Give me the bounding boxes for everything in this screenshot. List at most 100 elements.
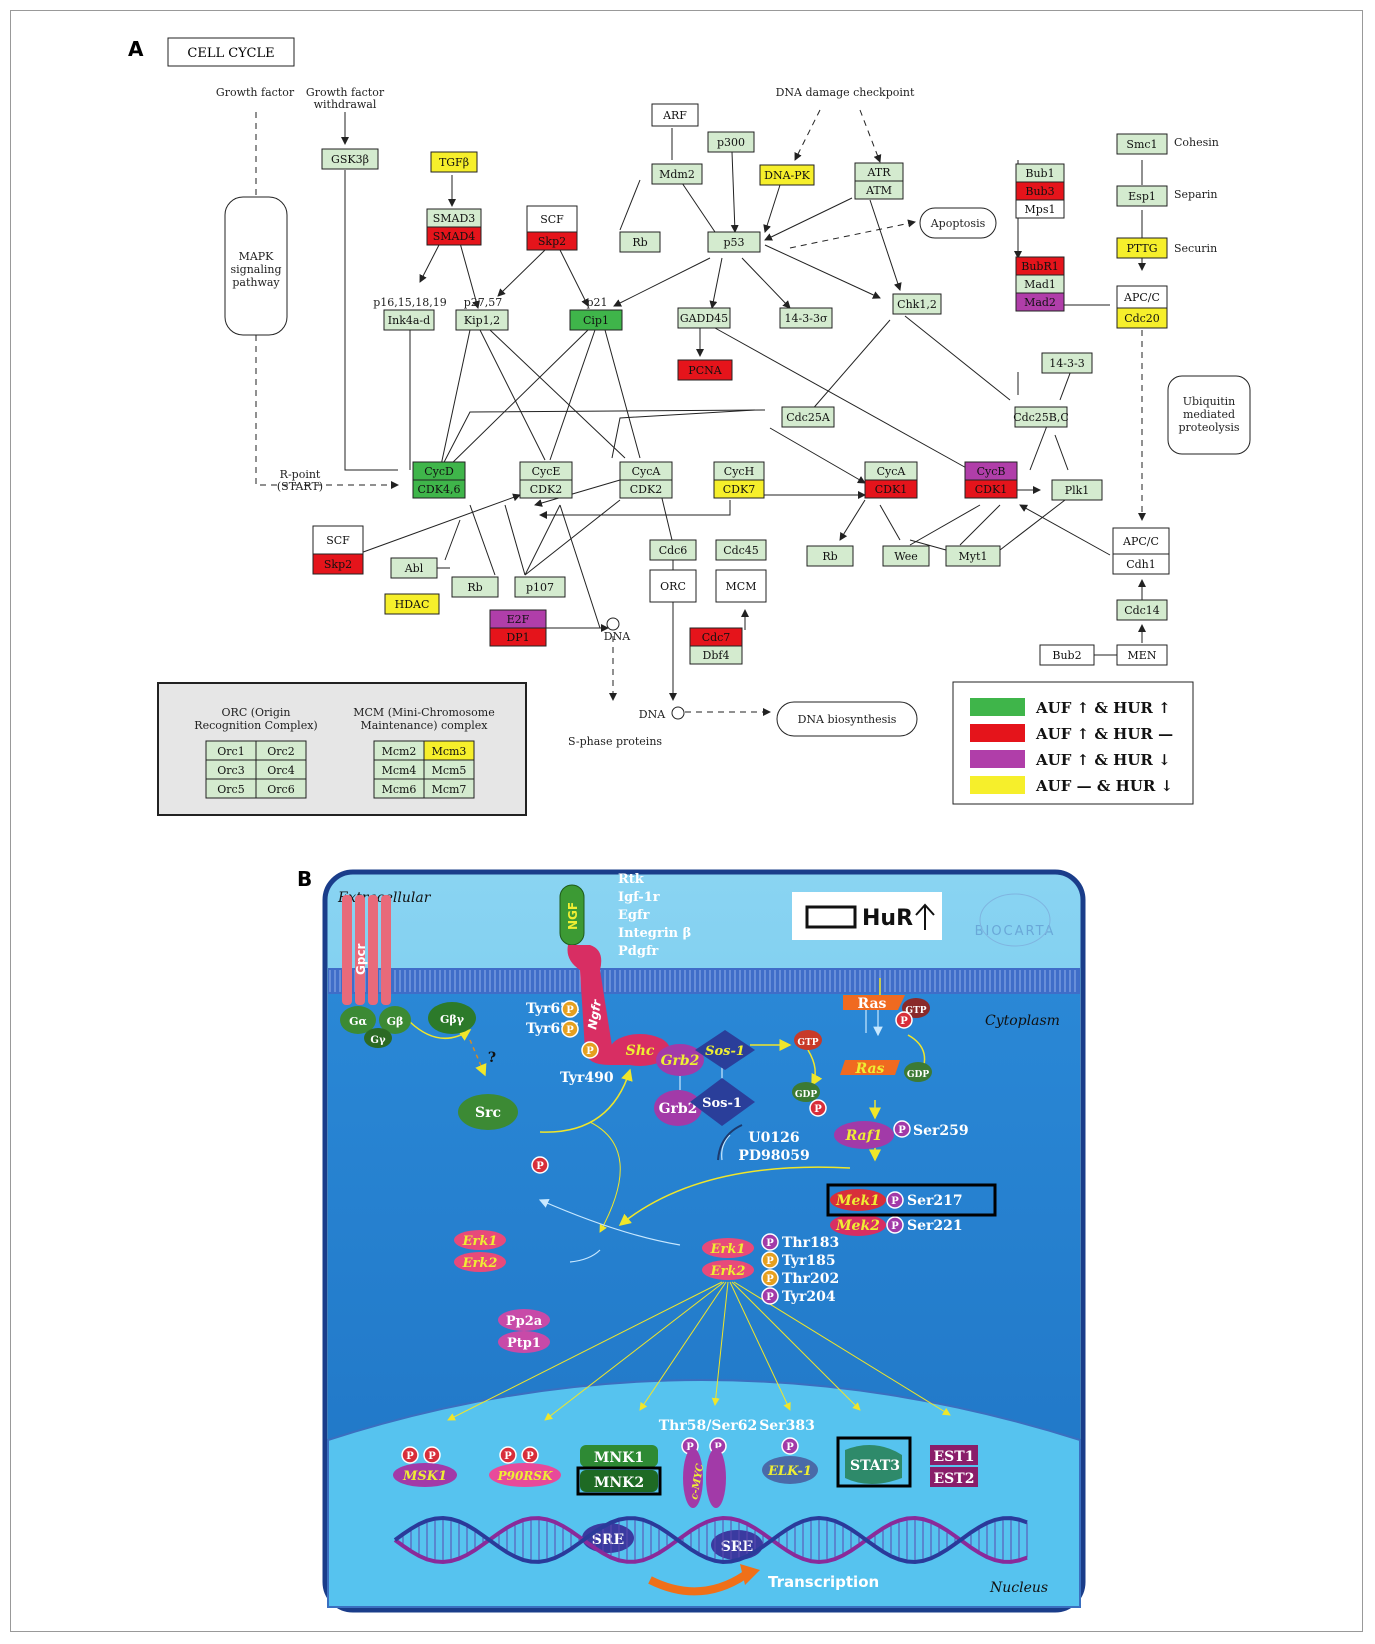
cytoplasm-label: Cytoplasm [985,1013,1060,1029]
thr202-label: Thr202 [782,1271,839,1287]
node-abl-box [390,557,438,579]
src-shape [458,1094,518,1130]
erk1b-shape [702,1238,754,1258]
sos1b-diamond-shape [690,1078,755,1126]
node-cdh1: Cdh1 [1126,558,1156,571]
node-abl: Abl [404,562,424,575]
node-bub2-box [1039,644,1095,666]
legend-label: AUF ↑ & HUR — [1035,725,1173,743]
node-pttg-box [1116,237,1168,259]
membrane [328,968,1080,994]
phosphate-label: P [891,1221,899,1232]
biocarta-globe-icon [979,893,1051,947]
inhibitor-line [717,1124,743,1161]
orc-cell: Orc2 [267,745,294,758]
msk1-shape [393,1463,457,1487]
panel-b-label: B [297,867,312,891]
pd98059-label: PD98059 [738,1148,809,1164]
node-plk1: Plk1 [1065,484,1090,497]
orc-cell: Orc4 [267,764,294,777]
ptp1: Ptp1 [507,1336,541,1351]
node-smad4: SMAD4 [433,230,476,243]
node-cdh1-box [1112,553,1170,575]
gg: Gγ [370,1035,386,1046]
dna-biosynthesis-label: DNA biosynthesis [798,713,897,726]
phosphate-icon [893,1120,911,1138]
phosphate-icon [401,1446,419,1464]
cmyc-shape-2 [706,1448,726,1508]
node-mcm: MCM [726,580,757,593]
phosphate-icon [561,1020,579,1038]
erk2a-shape [454,1252,506,1272]
node-rb1: Rb [632,236,647,249]
phosphate-label: P [504,1451,512,1462]
node-mps1-box [1015,199,1065,219]
mek2: Mek2 [835,1218,880,1234]
nucleus-region [327,1379,1081,1608]
mnk2-label: MNK2 [594,1475,644,1491]
gdp1: GDP [795,1090,817,1100]
figure-frame [10,10,1363,1632]
node-rb3: Rb [822,550,837,563]
grb2b: Grb2 [659,1101,698,1117]
node-arf-box [651,103,699,127]
mcm-cell: Mcm4 [382,764,417,777]
node-hdac-box [384,593,440,615]
hur-legend-box [792,892,942,940]
erk1a-shape [454,1230,506,1250]
gbg: Gβγ [440,1013,465,1026]
node-mad2: Mad2 [1024,296,1056,309]
sos1b: Sos-1 [702,1096,742,1111]
phosphate-icon [531,1156,549,1174]
node-cyce: CycE [532,465,561,478]
node-men-box [1116,644,1168,666]
node-s1433-box [1041,352,1093,374]
node-chk-box [892,293,942,315]
node-cdk7: CDK7 [723,483,755,496]
node-rb2: Rb [467,581,482,594]
mcm-cell: Mcm3 [432,745,467,758]
node-cdc14: Cdc14 [1124,604,1160,617]
mcm-title-1: MCM (Mini-Chromosome [353,706,494,719]
node-p53: p53 [723,236,744,249]
node-cyca1: CycA [632,465,662,478]
node-s1433: 14-3-3 [1049,357,1084,370]
node-mdm2: Mdm2 [659,168,695,181]
ubiquitin-label-3: proteolysis [1178,421,1239,434]
node-cdk2a-box [519,479,573,499]
shc: Shc [626,1043,655,1059]
node-scf2: SCF [326,534,350,547]
node-s1433s-box [779,307,833,329]
biocarta-logo: BIOCARTA [975,924,1056,939]
legend-label: AUF ↑ & HUR ↓ [1035,751,1171,769]
ubiquitin-label-1: Ubiquitin [1183,395,1236,408]
node-cdk2b: CDK2 [630,483,662,496]
node-rb3-box [806,545,854,567]
node-cdc45: Cdc45 [723,544,759,557]
orc-cell: Orc6 [267,783,294,796]
node-gadd45: GADD45 [680,312,728,325]
ras1-shape [843,995,905,1010]
legend-swatch [970,750,1025,768]
stat3-shape [845,1445,902,1484]
tyr204-label: Tyr204 [782,1289,836,1305]
node-p107: p107 [526,581,554,594]
gtp1: GTP [797,1038,818,1048]
sos1a: Sos-1 [705,1044,745,1059]
erk1a: Erk1 [462,1234,498,1249]
node-plk1-box [1051,479,1103,501]
mapk-label-2: signaling [230,263,281,276]
node-gadd45-box [677,307,731,329]
node-cdc20-box [1116,307,1168,329]
node-cdk46: CDK4,6 [418,483,461,496]
node-orc-box [649,569,697,603]
node-rb2-box [451,576,499,598]
orc-title-1: ORC (Origin [222,706,291,719]
node-tgfb-box [430,151,478,173]
node-cdk1b-box [964,479,1018,499]
ga-shape [340,1006,376,1034]
node-cych: CycH [724,465,754,478]
phosphate-label: P [406,1451,414,1462]
node-cdk2b-box [619,479,673,499]
s-phase-proteins-label: S-phase proteins [568,735,662,748]
